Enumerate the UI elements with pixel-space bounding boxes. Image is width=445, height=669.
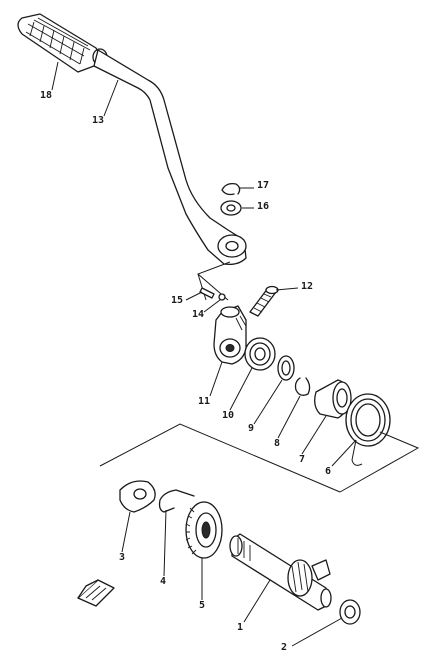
callout-label-15: 15 bbox=[171, 295, 183, 306]
kick-gear-part-5 bbox=[185, 501, 223, 559]
ratchet-clip-part-3 bbox=[119, 480, 156, 513]
callout-label-10: 10 bbox=[222, 410, 234, 421]
spring-clip-part-4 bbox=[158, 489, 195, 513]
callout-label-12: 12 bbox=[301, 281, 313, 292]
callout-label-1: 1 bbox=[237, 622, 243, 633]
assembly-guide-middle bbox=[99, 423, 420, 493]
leader-lines bbox=[51, 61, 357, 647]
callout-label-3: 3 bbox=[119, 552, 125, 563]
leader-14 bbox=[203, 299, 221, 313]
leader-15 bbox=[185, 291, 203, 301]
torsion-spring-part-6 bbox=[345, 393, 391, 466]
callout-label-13: 13 bbox=[92, 115, 104, 126]
pin-part-15 bbox=[199, 287, 215, 299]
kick-boss-part-11 bbox=[213, 305, 247, 365]
assembly-guide-upper bbox=[197, 261, 231, 301]
callout-label-14: 14 bbox=[192, 309, 204, 320]
leader-11 bbox=[209, 361, 223, 397]
washer-part-9 bbox=[277, 355, 295, 381]
leader-2 bbox=[291, 617, 343, 647]
front-direction-arrow-icon bbox=[77, 579, 115, 607]
leader-9 bbox=[253, 379, 283, 425]
leader-8 bbox=[277, 395, 301, 439]
callout-label-2: 2 bbox=[281, 642, 287, 653]
spring-guide-part-7 bbox=[314, 379, 352, 419]
callout-label-9: 9 bbox=[248, 423, 254, 434]
washer-part-16 bbox=[220, 200, 242, 216]
leader-18 bbox=[51, 61, 59, 91]
callout-label-7: 7 bbox=[299, 454, 305, 465]
circlip-part-8 bbox=[294, 377, 311, 396]
leader-4 bbox=[163, 509, 167, 577]
callout-label-18: 18 bbox=[40, 90, 52, 101]
washer-part-2 bbox=[339, 599, 361, 625]
callout-label-16: 16 bbox=[257, 201, 269, 212]
leader-13 bbox=[103, 79, 119, 117]
callout-label-4: 4 bbox=[160, 576, 166, 587]
leader-12 bbox=[275, 287, 299, 291]
oil-seal-part-10 bbox=[244, 337, 276, 371]
kick-shaft-part-1 bbox=[229, 533, 332, 611]
kick-grip-rubber bbox=[17, 13, 108, 73]
clip-part-14 bbox=[218, 293, 226, 301]
leader-6 bbox=[331, 439, 357, 467]
callout-label-8: 8 bbox=[274, 438, 280, 449]
leader-1 bbox=[243, 579, 271, 623]
leader-10 bbox=[229, 367, 253, 411]
callout-label-11: 11 bbox=[198, 396, 210, 407]
callout-label-5: 5 bbox=[199, 600, 205, 611]
leader-7 bbox=[301, 415, 327, 455]
callout-label-17: 17 bbox=[257, 180, 269, 191]
bolt-part-12 bbox=[249, 285, 279, 317]
callout-label-6: 6 bbox=[325, 466, 331, 477]
leader-3 bbox=[121, 511, 131, 553]
kick-crank-lever bbox=[93, 49, 247, 266]
circlip-part-17 bbox=[221, 182, 241, 196]
